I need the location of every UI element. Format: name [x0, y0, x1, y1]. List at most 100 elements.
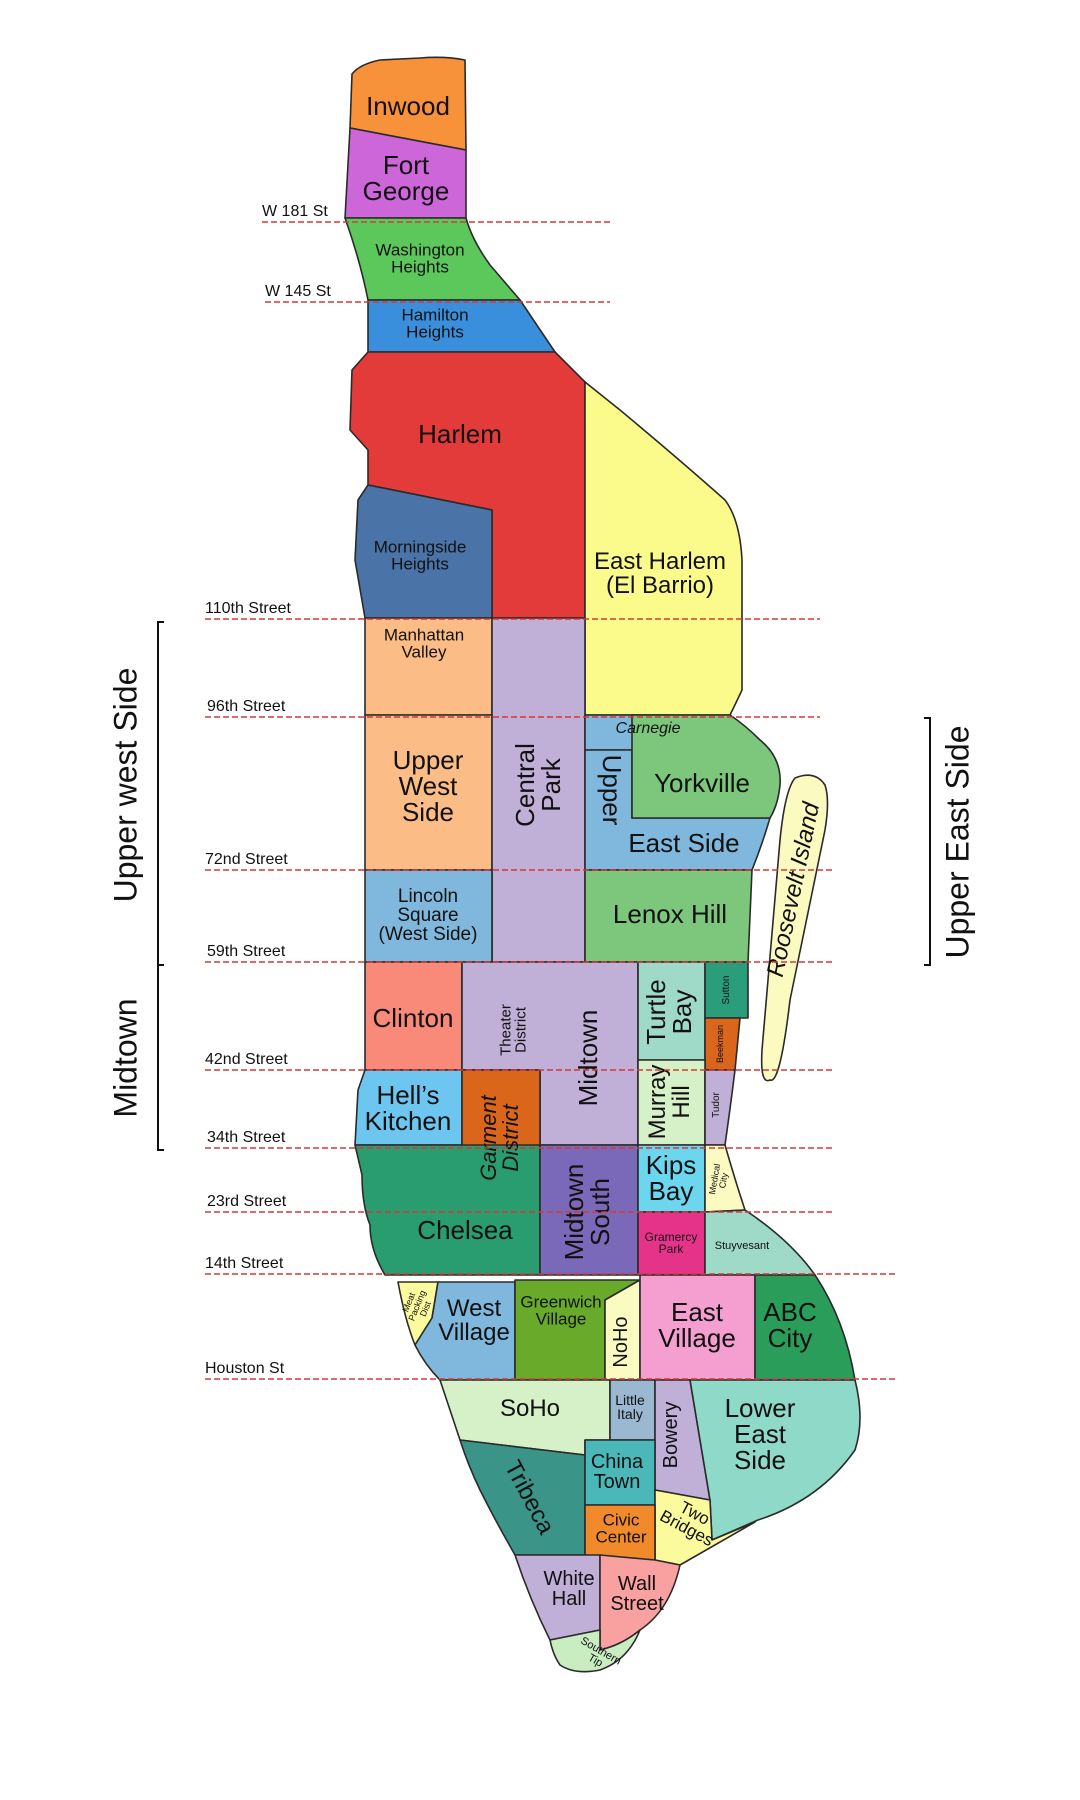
area-roosevelt-island[interactable] [760, 774, 829, 1082]
label-line: West [399, 771, 459, 801]
label-line: Harlem [418, 419, 502, 449]
label-roosevelt-island: Roosevelt Island [762, 800, 825, 980]
label-line: Street [610, 1593, 664, 1615]
side-brackets: Upper west Side Midtown Upper East Side [107, 621, 975, 1151]
label-stuyvesant: Stuyvesant [715, 1240, 769, 1252]
label-line: East Side [628, 828, 739, 858]
label-line: Beekman [715, 1025, 725, 1063]
label-line: Center [595, 1528, 646, 1547]
label-line: White [543, 1568, 594, 1590]
label-line: Central [510, 743, 540, 827]
street-label-w181: W 181 St [262, 203, 328, 220]
label-line: Tudor [711, 1091, 722, 1117]
label-line: Turtle [641, 979, 671, 1045]
label-upper-east-side: East Side [628, 828, 739, 858]
label-line: Heights [391, 258, 449, 277]
label-line: Upper [597, 755, 627, 826]
label-line: Valley [401, 643, 447, 662]
area-chelsea[interactable] [354, 1144, 541, 1276]
label-line: Heights [391, 555, 449, 574]
area-lower-east-side[interactable] [689, 1379, 861, 1541]
label-line: City [718, 1172, 731, 1189]
label-line: Hell’s [376, 1080, 439, 1110]
label-line: East Harlem [594, 548, 726, 575]
label-line: Wall [618, 1573, 656, 1595]
label-line: City [768, 1323, 813, 1353]
label-line: Yorkville [654, 768, 750, 798]
label-line: Heights [406, 323, 464, 342]
label-line: Fort [383, 150, 430, 180]
label-murray-hill: MurrayHill [644, 1065, 695, 1140]
street-label-23: 23rd Street [207, 1193, 287, 1210]
street-label-14: 14th Street [205, 1255, 284, 1272]
label-line: West [447, 1295, 502, 1322]
label-line: China [591, 1451, 644, 1473]
label-line: Village [536, 1310, 587, 1329]
label-line: Little [615, 1392, 645, 1408]
label-line: Washington [375, 241, 464, 260]
label-chelsea: Chelsea [417, 1215, 513, 1245]
label-line: Lenox Hill [613, 899, 727, 929]
street-label-w145: W 145 St [265, 283, 331, 300]
label-inwood: Inwood [366, 91, 450, 121]
label-line: Clinton [373, 1003, 454, 1033]
area-southern-tip[interactable] [549, 1629, 641, 1673]
area-east-harlem[interactable] [584, 381, 743, 716]
label-line: Murray [644, 1065, 671, 1140]
label-clinton: Clinton [373, 1003, 454, 1033]
street-labels: W 181 St W 145 St 110th Street 96th Stre… [205, 203, 331, 1377]
label-line: Side [402, 797, 454, 827]
label-line: Bay [649, 1176, 694, 1206]
label-line: SoHo [500, 1395, 560, 1422]
label-line: District [498, 1104, 523, 1172]
bracket-midtown [157, 964, 164, 1151]
street-label-34: 34th Street [207, 1129, 286, 1146]
label-line: Square [397, 905, 458, 926]
label-line: Manhattan [384, 626, 464, 645]
area-sutton[interactable] [704, 961, 749, 1019]
label-line: ABC [763, 1297, 816, 1327]
label-line: Kitchen [365, 1106, 452, 1136]
label-line: Italy [617, 1406, 643, 1422]
label-line: Inwood [366, 91, 450, 121]
label-line: Upper [393, 745, 464, 775]
label-line: District [512, 1006, 529, 1053]
label-line: South [585, 1178, 615, 1246]
label-line: Kips [646, 1150, 697, 1180]
street-label-42: 42nd Street [205, 1051, 288, 1068]
label-upper-east-side-vertical: Upper [597, 755, 627, 826]
label-line: Sutton [721, 976, 732, 1005]
label-midtown-region: Midtown [107, 998, 143, 1117]
label-line: Midtown [573, 1010, 603, 1107]
label-beekman: Beekman [715, 1025, 725, 1063]
street-label-59: 59th Street [207, 943, 286, 960]
label-line: Hamilton [401, 306, 468, 325]
label-line: Garment [476, 1094, 501, 1180]
area-yorkville[interactable] [631, 714, 781, 819]
street-label-houston: Houston St [205, 1360, 285, 1377]
label-sutton: Sutton [721, 976, 732, 1005]
label-line: (El Barrio) [606, 572, 714, 599]
label-upper-east-side-region: Upper East Side [939, 725, 975, 958]
label-theater-district: TheaterDistrict [497, 1004, 529, 1056]
label-line: Stuyvesant [715, 1240, 769, 1252]
label-central-park: CentralPark [510, 743, 566, 827]
area-inwood[interactable] [349, 56, 467, 151]
label-turtle-bay: TurtleBay [641, 979, 697, 1045]
label-line: NoHo [610, 1316, 632, 1367]
street-lines [205, 221, 895, 1380]
